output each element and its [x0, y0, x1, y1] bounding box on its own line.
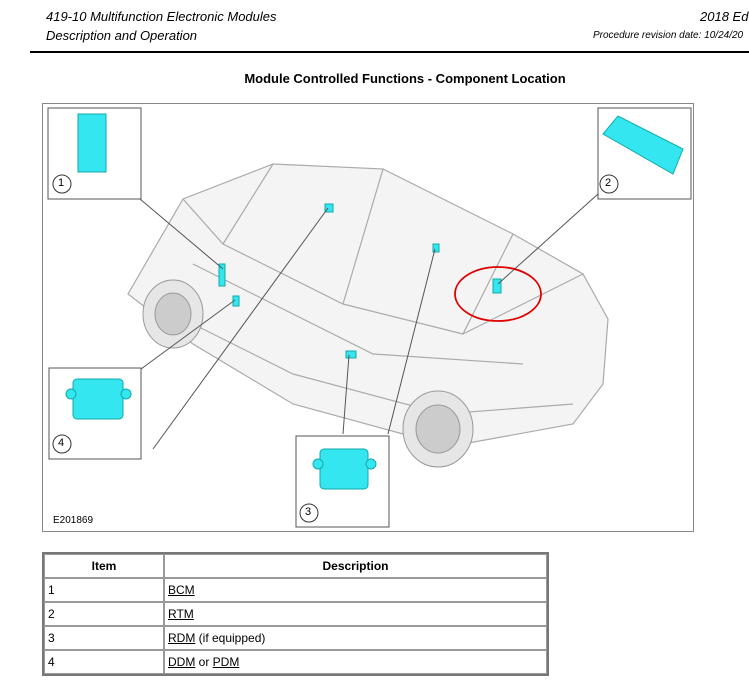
vehicle-outline: [127, 163, 609, 445]
callout-4: 4: [58, 437, 65, 449]
bcm-link[interactable]: BCM: [168, 583, 195, 597]
description: RTM: [164, 602, 547, 626]
rtm-link[interactable]: RTM: [168, 607, 194, 621]
pdm-link[interactable]: PDM: [212, 655, 240, 669]
rdm-link[interactable]: RDM: [168, 631, 196, 645]
callout-2: 2: [605, 177, 612, 189]
component-location-figure: 1 2 3 4 E201869: [42, 103, 694, 532]
item-number: 3: [44, 626, 164, 650]
header-rule: [30, 51, 749, 53]
figure-id: E201869: [53, 515, 94, 526]
description: BCM: [164, 578, 547, 602]
figure-title: Module Controlled Functions - Component …: [244, 71, 566, 86]
module-icons: [65, 113, 684, 490]
ddm-link[interactable]: DDM: [168, 655, 196, 669]
section-title: 419-10 Multifunction Electronic Modules: [46, 9, 277, 24]
revision-date: Procedure revision date: 10/24/20: [593, 30, 744, 41]
item-number: 2: [44, 602, 164, 626]
description-text: (if equipped): [195, 631, 266, 645]
table-row: 1 BCM: [44, 578, 547, 602]
edition: 2018 Ed: [700, 9, 749, 24]
car-illustration: [47, 107, 692, 528]
header-item: Item: [44, 554, 164, 578]
item-number: 4: [44, 650, 164, 674]
table-row: 2 RTM: [44, 602, 547, 626]
subsection-title: Description and Operation: [46, 28, 198, 43]
description: RDM (if equipped): [164, 626, 547, 650]
red-annotation-circle: [454, 266, 542, 322]
callout-number-circles: [52, 174, 619, 523]
wheels: [142, 279, 474, 468]
item-number: 1: [44, 578, 164, 602]
table-header-row: Item Description: [44, 554, 547, 578]
callout-1: 1: [58, 177, 65, 189]
header-description: Description: [164, 554, 547, 578]
callout-3: 3: [305, 506, 312, 518]
description-text: or: [195, 655, 213, 669]
description: DDM or PDM: [164, 650, 547, 674]
